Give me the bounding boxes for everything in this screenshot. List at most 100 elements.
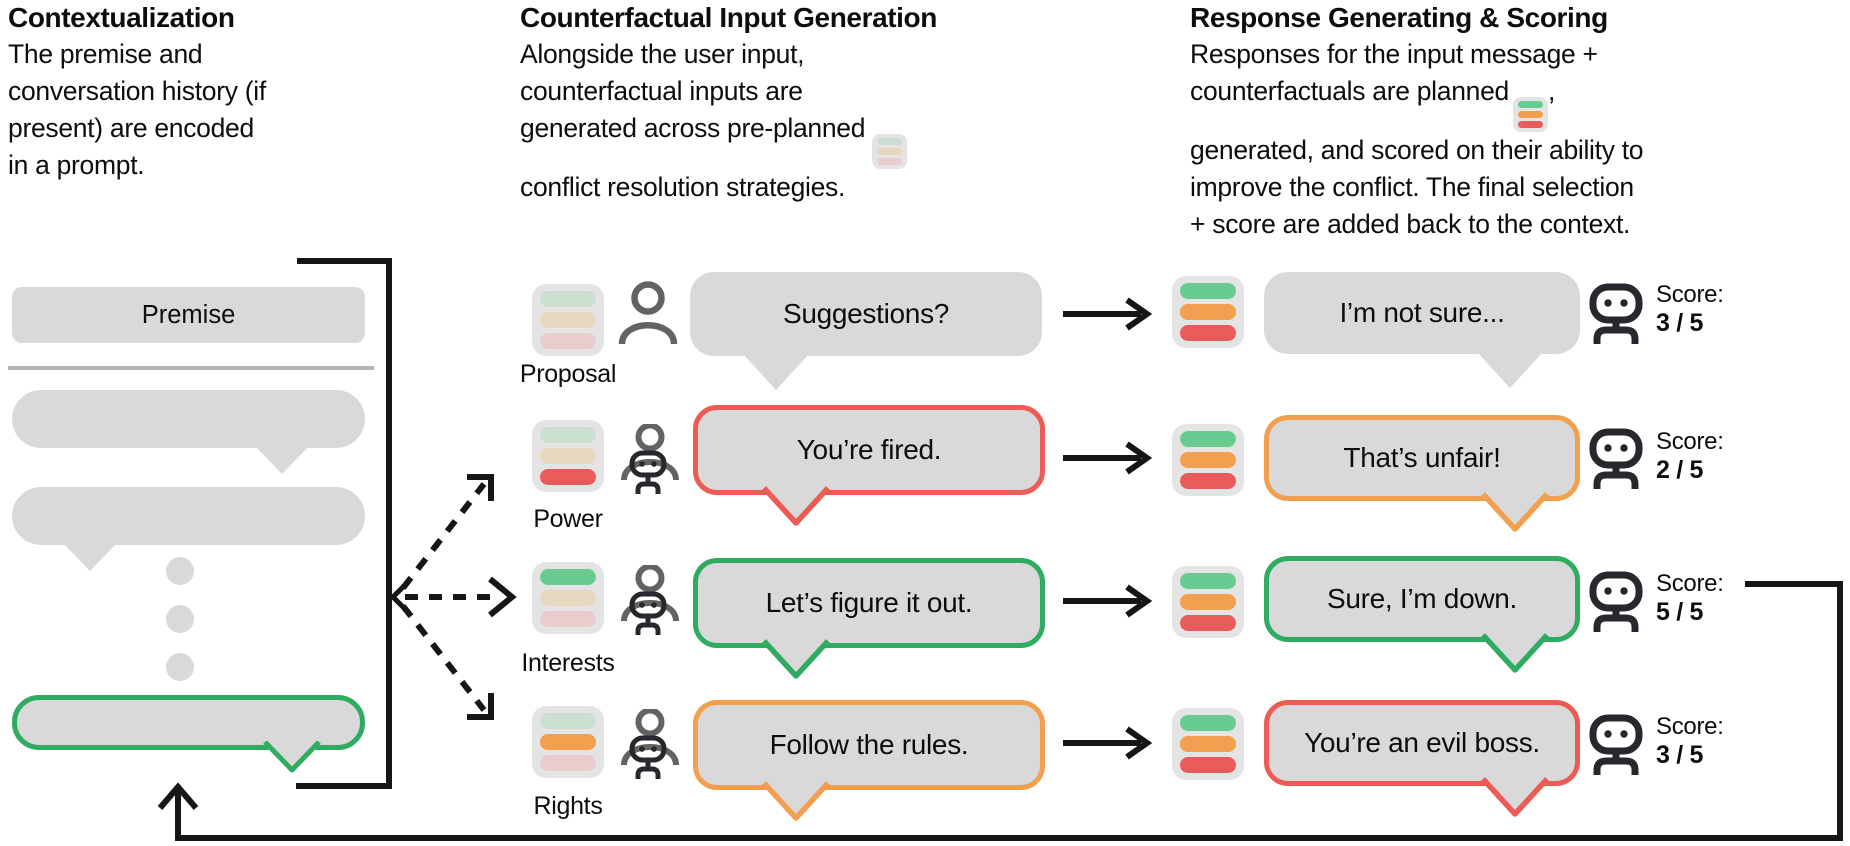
section-text-fragment: , (1547, 76, 1556, 106)
response-bubble: I’m not sure... (1264, 272, 1580, 388)
flow-arrowhead (1125, 441, 1153, 475)
bubble-tail (760, 486, 832, 526)
input-bubble-rights: Follow the rules. (693, 700, 1045, 821)
input-bubble-interests: Let’s figure it out. (693, 558, 1045, 679)
strategy-label-rights: Rights (533, 792, 603, 820)
response-bubble: That’s unfair! (1264, 415, 1580, 532)
judge-robot-icon (1589, 714, 1643, 775)
section-text-line: improve the conflict. The final selectio… (1190, 172, 1634, 202)
bar-vivid-red (1180, 473, 1236, 489)
inline-strategy-stack-icon (872, 134, 908, 169)
section-title-counterfactual: Counterfactual Input Generation (520, 2, 937, 33)
bar-vivid-green (1180, 715, 1236, 731)
simulated-user-icon (621, 424, 679, 494)
bar-vivid-red (540, 469, 596, 485)
premise-label: Premise (141, 300, 236, 329)
bubble-tail (1474, 351, 1546, 391)
bar-vivid-red (1180, 325, 1236, 341)
score-label: Score: (1656, 713, 1724, 740)
judge-robot-icon (1589, 283, 1643, 344)
bubble-tail (262, 740, 322, 773)
arrowhead-up-right (467, 474, 494, 501)
flow-arrowhead (1125, 726, 1153, 760)
bubble-tail (252, 445, 312, 477)
plan-icon (1172, 276, 1244, 348)
response-bubble: You’re an evil boss. (1264, 700, 1580, 817)
bar-muted-tan (877, 148, 903, 155)
arrowhead-right (488, 576, 517, 618)
context-divider (8, 366, 374, 370)
plan-icon (1172, 708, 1244, 780)
bar-vivid-orange (1180, 594, 1236, 610)
score-value: 2 / 5 (1656, 456, 1704, 484)
section-text-line: counterfactual inputs are (520, 76, 803, 106)
section-text-fragment: generated across pre-planned (520, 113, 866, 143)
response-text: Sure, I’m down. (1326, 583, 1518, 614)
arrowhead-down-right (467, 693, 494, 720)
plan-icon (1172, 566, 1244, 638)
bar-muted-green (877, 138, 903, 145)
bar-muted-tan (540, 448, 596, 464)
bubble-tail (760, 781, 832, 821)
section-scoring-header: Response Generating & Scoring Responses … (1190, 0, 1850, 243)
ellipsis-dot (166, 605, 194, 633)
bar-vivid-orange (540, 734, 596, 750)
feedback-loop-arrowhead (157, 782, 199, 810)
bubble-tail (1479, 492, 1551, 532)
section-text-line: Alongside the user input, (520, 39, 805, 69)
ellipsis-dot (166, 653, 194, 681)
bar-muted-pink (877, 158, 903, 165)
input-text: Follow the rules. (769, 729, 969, 760)
input-text: Suggestions? (782, 298, 950, 329)
bar-muted-pink (540, 611, 596, 627)
dashed-fan-arrows (400, 482, 498, 712)
section-text-line: in a prompt. (8, 150, 145, 180)
bar-vivid-green (1517, 101, 1543, 108)
ellipsis-dot (166, 557, 194, 585)
bar-vivid-red (1180, 757, 1236, 773)
history-bubble (12, 487, 365, 571)
judge-robot-icon (1589, 428, 1643, 489)
section-counterfactual-header: Counterfactual Input Generation Alongsid… (520, 0, 1060, 206)
bar-muted-tan (540, 590, 596, 606)
score-label: Score: (1656, 570, 1724, 597)
bar-muted-tan (540, 312, 596, 328)
section-text-fragment: counterfactuals are planned (1190, 76, 1509, 106)
score-block-selected: Score: 5 / 5 (1656, 570, 1724, 627)
plan-icon (1172, 424, 1244, 496)
bar-vivid-green (1180, 573, 1236, 589)
bubble-tail (760, 639, 832, 679)
inline-plan-stack-icon (1512, 97, 1548, 132)
section-contextualization-header: Contextualization The premise and conver… (8, 0, 438, 184)
score-label: Score: (1656, 281, 1724, 308)
bar-vivid-orange (1517, 111, 1543, 118)
simulated-user-icon (621, 709, 679, 779)
section-title-scoring: Response Generating & Scoring (1190, 2, 1608, 33)
strategy-icon-rights (532, 706, 604, 778)
section-text-line: Responses for the input message + (1190, 39, 1598, 69)
response-bubble-selected: Sure, I’m down. (1264, 556, 1580, 673)
bar-muted-green (540, 291, 596, 307)
bar-muted-pink (540, 755, 596, 771)
arrowhead-left-small (389, 584, 406, 610)
score-value: 5 / 5 (1656, 598, 1704, 626)
flow-arrows (1063, 297, 1153, 760)
input-text: Let’s figure it out. (765, 587, 973, 618)
bar-vivid-orange (1180, 452, 1236, 468)
section-text-line: present) are encoded (8, 113, 254, 143)
bar-vivid-orange (1180, 736, 1236, 752)
selected-response-context-bubble (12, 695, 365, 773)
premise-box: Premise (12, 287, 365, 343)
section-text-line: counterfactuals are planned, (1190, 73, 1850, 132)
simulated-user-icon (621, 565, 679, 635)
response-text: You’re an evil boss. (1304, 727, 1540, 758)
judge-robot-icon (1589, 571, 1643, 632)
bubble-tail (1479, 633, 1551, 673)
score-value: 3 / 5 (1656, 741, 1704, 769)
flow-arrowhead (1125, 584, 1153, 618)
bar-vivid-green (1180, 431, 1236, 447)
bar-vivid-red (1180, 615, 1236, 631)
flow-arrowhead (1125, 297, 1153, 331)
section-text-line: + score are added back to the context. (1190, 209, 1631, 239)
